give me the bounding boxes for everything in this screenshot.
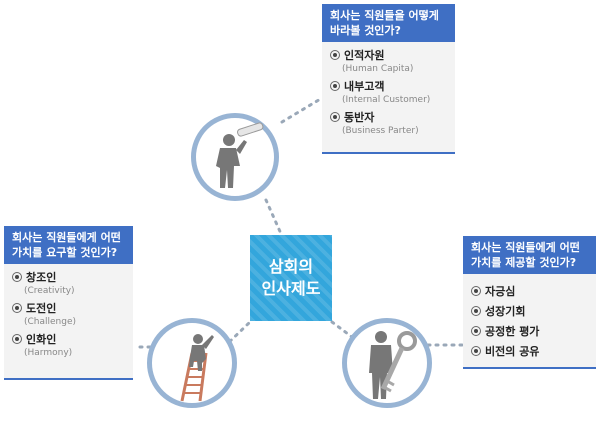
ladder-climber-icon xyxy=(180,334,214,402)
bullet-icon xyxy=(12,272,22,282)
list-item: 성장기회 xyxy=(471,304,588,319)
telescope-man-icon xyxy=(216,122,264,188)
top-panel: 회사는 직원들을 어떻게 바라볼 것인가? 인적자원 (Human Capita… xyxy=(322,4,455,154)
bullet-icon xyxy=(330,50,340,60)
top-panel-title: 회사는 직원들을 어떻게 바라볼 것인가? xyxy=(322,4,455,42)
bullet-icon xyxy=(12,334,22,344)
bullet-icon xyxy=(471,286,481,296)
bullet-icon xyxy=(471,346,481,356)
list-item: 공정한 평가 xyxy=(471,324,588,339)
bullet-icon xyxy=(12,303,22,313)
list-item: 인화인 (Harmony) xyxy=(12,332,125,360)
list-item: 비전의 공유 xyxy=(471,344,588,359)
right-panel: 회사는 직원들에게 어떤 가치를 제공할 것인가? 자긍심 성장기회 공정한 평… xyxy=(463,236,596,369)
list-item: 동반자 (Business Parter) xyxy=(330,110,447,138)
list-item: 자긍심 xyxy=(471,284,588,299)
center-title: 삼회의 인사제도 xyxy=(250,235,332,321)
list-item: 창조인 (Creativity) xyxy=(12,270,125,298)
list-item: 인적자원 (Human Capita) xyxy=(330,48,447,76)
bullet-icon xyxy=(330,112,340,122)
bullet-icon xyxy=(471,326,481,336)
key-circle xyxy=(342,318,432,408)
bullet-icon xyxy=(471,306,481,316)
telescope-circle xyxy=(191,113,279,201)
left-panel: 회사는 직원들에게 어떤 가치를 요구할 것인가? 창조인 (Creativit… xyxy=(4,226,133,380)
left-panel-title: 회사는 직원들에게 어떤 가치를 요구할 것인가? xyxy=(4,226,133,264)
list-item: 내부고객 (Internal Customer) xyxy=(330,79,447,107)
right-panel-title: 회사는 직원들에게 어떤 가치를 제공할 것인가? xyxy=(463,236,596,274)
list-item: 도전인 (Challenge) xyxy=(12,301,125,329)
ladder-circle xyxy=(147,318,237,408)
bullet-icon xyxy=(330,81,340,91)
key-man-icon xyxy=(369,331,417,399)
